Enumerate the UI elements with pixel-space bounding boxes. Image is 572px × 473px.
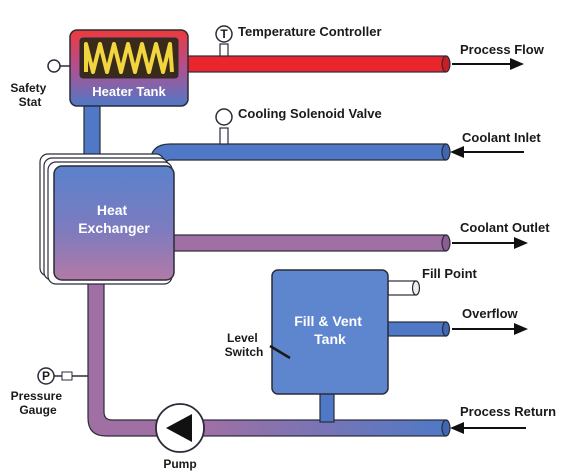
heater-tank-label: Heater Tank: [92, 84, 166, 99]
pressure-symbol: P: [42, 369, 50, 383]
fill-vent-tank: [271, 269, 389, 395]
temperature-symbol: T: [220, 27, 228, 41]
safety-stat-label: Safety Stat: [10, 81, 49, 109]
overflow-arrow-icon: [514, 323, 528, 335]
process-return-arrow-icon: [450, 422, 464, 434]
heat-exchanger: [53, 165, 175, 281]
coolant-outlet-arrow-icon: [514, 237, 528, 249]
pipe-process-flow: [185, 55, 447, 73]
heat-exchanger-label: Heat Exchanger: [78, 202, 150, 236]
fill-point-label: Fill Point: [422, 266, 478, 281]
process-flow-arrow-icon: [510, 58, 524, 70]
temperature-controller-label: Temperature Controller: [238, 24, 382, 39]
level-switch-label: Level Switch: [225, 331, 264, 359]
pump-label: Pump: [163, 457, 196, 471]
overflow-label: Overflow: [462, 306, 519, 321]
pipe-coolant-outlet: [171, 234, 447, 252]
coolant-outlet-label: Coolant Outlet: [460, 220, 550, 235]
cooling-solenoid-valve-icon: [215, 108, 233, 126]
pipe-overflow: [387, 321, 447, 337]
safety-stat-sensor: [47, 59, 61, 73]
pipe-exchanger-to-pump: [87, 277, 161, 437]
process-return-label: Process Return: [460, 404, 556, 419]
heater-coil-icon: [84, 42, 174, 74]
temperature-controller-gauge: [215, 25, 233, 43]
pressure-gauge-icon: [37, 367, 55, 385]
pipe-tank-drain: [319, 391, 335, 423]
coolant-inlet-label: Coolant Inlet: [462, 130, 541, 145]
coolant-inlet-arrow-icon: [450, 146, 464, 158]
fill-vent-tank-label: Fill & Vent Tank: [294, 313, 366, 347]
cooling-solenoid-valve-label: Cooling Solenoid Valve: [238, 106, 382, 121]
process-flow-label: Process Flow: [460, 42, 545, 57]
pipe-fill-point: [387, 280, 417, 296]
pump-arrow-icon: [166, 414, 192, 442]
pressure-gauge-label: Pressure Gauge: [11, 389, 66, 417]
level-switch-indicator: [269, 344, 291, 360]
pipe-coolant-inlet: [149, 143, 447, 173]
